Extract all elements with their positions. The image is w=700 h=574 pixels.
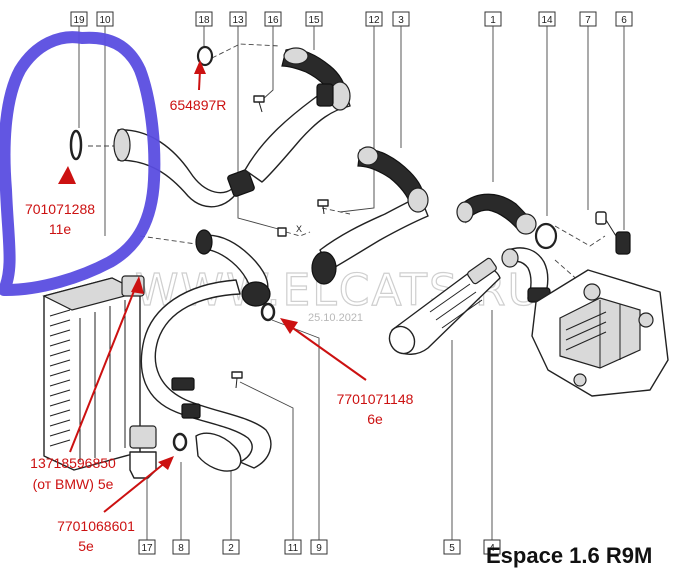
hose-1	[456, 193, 537, 235]
svg-text:8: 8	[178, 543, 184, 554]
callout-3: 3	[392, 11, 410, 27]
hose-2	[140, 229, 272, 472]
hose-3	[311, 146, 429, 285]
svg-text:654897R: 654897R	[170, 97, 227, 113]
watermark-date: 25.10.2021	[308, 312, 363, 324]
svg-text:2: 2	[228, 543, 234, 554]
air-duct-5	[388, 257, 501, 355]
svg-text:6e: 6e	[367, 411, 383, 427]
callout-5: 5	[443, 539, 461, 555]
svg-text:7701068601: 7701068601	[57, 518, 135, 534]
svg-text:16: 16	[267, 15, 279, 26]
svg-text:13718596850: 13718596850	[30, 455, 116, 471]
callout-7: 7	[579, 11, 597, 27]
svg-text:5e: 5e	[78, 538, 94, 554]
svg-text:11e: 11e	[49, 221, 72, 237]
bolt-13: X	[277, 224, 302, 237]
svg-text:19: 19	[73, 15, 85, 26]
svg-text:3: 3	[398, 15, 404, 26]
svg-text:18: 18	[198, 15, 210, 26]
annotation-701071288: 701071288 11e	[25, 166, 95, 237]
highlight-scribble	[0, 31, 161, 296]
callout-9: 9	[310, 539, 328, 555]
svg-text:9: 9	[316, 543, 322, 554]
callout-18: 18	[195, 11, 213, 27]
svg-text:13: 13	[232, 15, 244, 26]
callout-8: 8	[172, 539, 190, 555]
o-ring-8	[172, 432, 188, 452]
svg-text:7: 7	[585, 15, 591, 26]
callout-1: 1	[484, 11, 502, 27]
callout-10: 10	[96, 11, 114, 27]
svg-text:4: 4	[489, 543, 495, 554]
hose-4	[501, 247, 551, 303]
diagram-title: Espace 1.6 R9M	[486, 543, 652, 568]
o-ring-9	[260, 302, 276, 322]
callout-2: 2	[222, 539, 240, 555]
callout-15: 15	[305, 11, 323, 27]
bolt-12	[317, 199, 329, 215]
svg-text:5: 5	[449, 543, 455, 554]
svg-text:1: 1	[490, 15, 496, 26]
svg-text:11: 11	[288, 543, 299, 554]
svg-text:(от BMW) 5e: (от BMW) 5e	[33, 476, 114, 492]
sensor-6	[595, 211, 631, 255]
hose-10	[113, 128, 255, 208]
o-ring-18	[196, 45, 214, 67]
clamp-14	[534, 222, 558, 250]
svg-text:12: 12	[368, 15, 380, 26]
svg-text:14: 14	[541, 15, 553, 26]
annotation-654897r: 654897R	[170, 60, 227, 113]
svg-text:17: 17	[141, 543, 153, 554]
callout-17: 17	[138, 539, 156, 555]
callout-6: 6	[615, 11, 633, 27]
svg-text:10: 10	[99, 15, 111, 26]
annotation-7701068601: 7701068601 5e	[57, 456, 174, 554]
callout-16: 16	[264, 11, 282, 27]
o-ring-19	[69, 129, 83, 161]
callout-11: 11	[284, 539, 302, 555]
bolt-16	[253, 95, 265, 113]
svg-text:X: X	[296, 224, 302, 234]
intercooler	[42, 275, 157, 471]
bracket-17	[129, 451, 157, 479]
callout-19: 19	[70, 11, 88, 27]
svg-text:7701071148: 7701071148	[337, 391, 414, 407]
hose-15	[244, 47, 351, 183]
annotation-7701071148: 7701071148 6e	[280, 318, 414, 427]
callout-12: 12	[365, 11, 383, 27]
svg-text:6: 6	[621, 15, 627, 26]
callout-14: 14	[538, 11, 556, 27]
svg-text:701071288: 701071288	[25, 201, 95, 217]
callout-13: 13	[229, 11, 247, 27]
bolt-11	[231, 371, 243, 389]
engine-block	[531, 269, 669, 397]
svg-text:15: 15	[308, 15, 320, 26]
annotation-13718596850: 13718596850 (от BMW) 5e	[30, 276, 144, 492]
